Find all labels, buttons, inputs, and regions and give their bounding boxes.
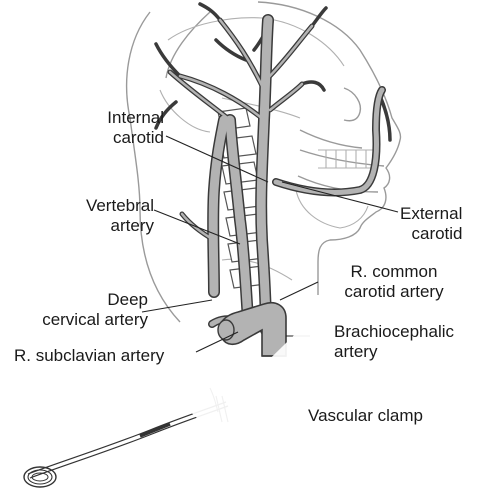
label-external-carotid: External carotid: [400, 204, 488, 244]
label-r-subclavian-artery: R. subclavian artery: [14, 346, 164, 366]
label-line: cervical artery: [2, 310, 148, 330]
label-line: artery: [54, 216, 154, 236]
label-vertebral-artery: Vertebral artery: [54, 196, 154, 236]
label-line: Brachiocephalic: [334, 322, 484, 342]
label-line: artery: [334, 342, 484, 362]
label-line: carotid: [70, 128, 164, 148]
label-line: carotid artery: [326, 282, 462, 302]
label-line: External: [400, 204, 488, 224]
label-deep-cervical-artery: Deep cervical artery: [2, 290, 148, 330]
label-r-common-carotid: R. common carotid artery: [326, 262, 462, 302]
label-line: Internal: [70, 108, 164, 128]
label-line: carotid: [400, 224, 474, 244]
label-brachiocephalic-artery: Brachiocephalic artery: [334, 322, 484, 362]
label-internal-carotid: Internal carotid: [70, 108, 164, 148]
label-line: Vertebral: [54, 196, 154, 216]
label-line: Deep: [2, 290, 148, 310]
brachiocephalic-trunk: [218, 303, 286, 356]
label-vascular-clamp: Vascular clamp: [308, 406, 423, 426]
label-line: R. common: [326, 262, 462, 282]
